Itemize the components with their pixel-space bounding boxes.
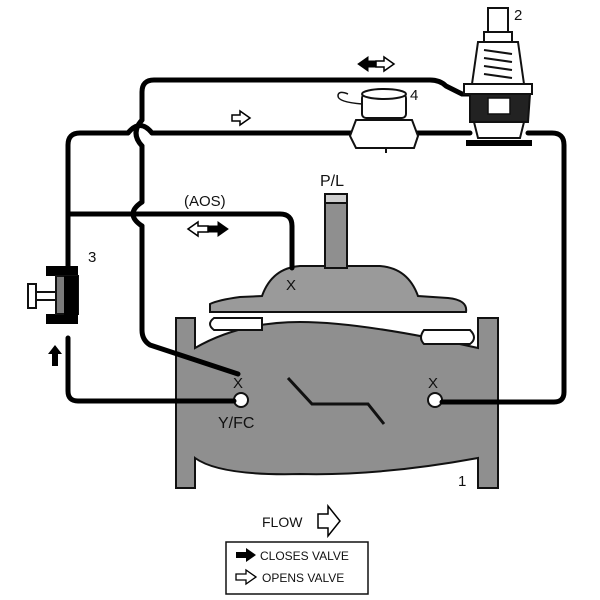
valve-disc xyxy=(286,376,386,425)
marker-bonnet: X xyxy=(286,277,296,294)
pilot-tubing xyxy=(65,77,567,405)
label-aos: (AOS) xyxy=(184,193,226,210)
marker-right: X xyxy=(428,375,438,392)
solenoid-valve xyxy=(337,88,420,153)
valve-bonnet xyxy=(209,265,468,313)
main-valve xyxy=(175,193,499,489)
marker-left: X xyxy=(233,375,243,392)
legend: CLOSES VALVE OPENS VALVE xyxy=(225,541,369,595)
legend-opens-arrow xyxy=(235,568,258,586)
label-port-pl: P/L xyxy=(320,173,344,190)
label-solenoid: 4 xyxy=(410,87,418,104)
pilot-valve xyxy=(463,7,533,146)
label-main-valve: 1 xyxy=(458,473,466,490)
strainer xyxy=(27,266,79,324)
legend-opens-label: OPENS VALVE xyxy=(262,571,344,585)
opens-arrow-top xyxy=(231,109,252,127)
legend-closes-label: CLOSES VALVE xyxy=(260,549,349,563)
flow-arrow xyxy=(317,503,341,539)
label-flow: FLOW xyxy=(262,514,303,530)
label-port-yfc: Y/FC xyxy=(218,415,254,432)
label-strainer: 3 xyxy=(88,249,96,266)
up-arrow-strainer xyxy=(48,345,62,366)
position-indicator xyxy=(324,193,348,269)
double-arrow-top xyxy=(357,55,396,73)
direction-arrows xyxy=(48,55,396,539)
label-pilot: 2 xyxy=(514,7,522,24)
port-outlet xyxy=(427,392,443,408)
double-arrow-aos xyxy=(186,220,229,238)
legend-closes-arrow xyxy=(236,548,256,562)
